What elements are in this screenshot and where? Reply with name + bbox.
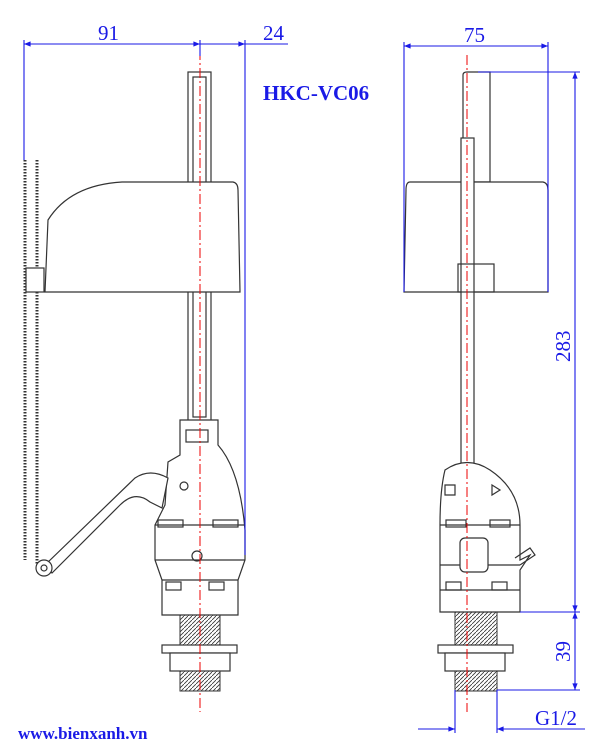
website-link[interactable]: www.bienxanh.vn [18,724,148,743]
dim-283: 283 [551,331,575,363]
valve-body [154,419,246,616]
dim-39: 39 [551,641,575,662]
dimensions: 91 24 75 283 39 G1/2 [23,21,585,733]
float-cup [44,181,241,293]
lever-arm [44,472,169,574]
chain [23,160,39,565]
float-cup [403,181,549,293]
dim-75: 75 [464,23,485,47]
dim-g12: G1/2 [535,706,577,730]
dim-24: 24 [263,21,285,45]
model-title: HKC-VC06 [263,81,369,105]
dim-91: 91 [98,21,119,45]
side-view [403,55,549,712]
valve-body [439,461,532,613]
front-view [23,50,246,712]
